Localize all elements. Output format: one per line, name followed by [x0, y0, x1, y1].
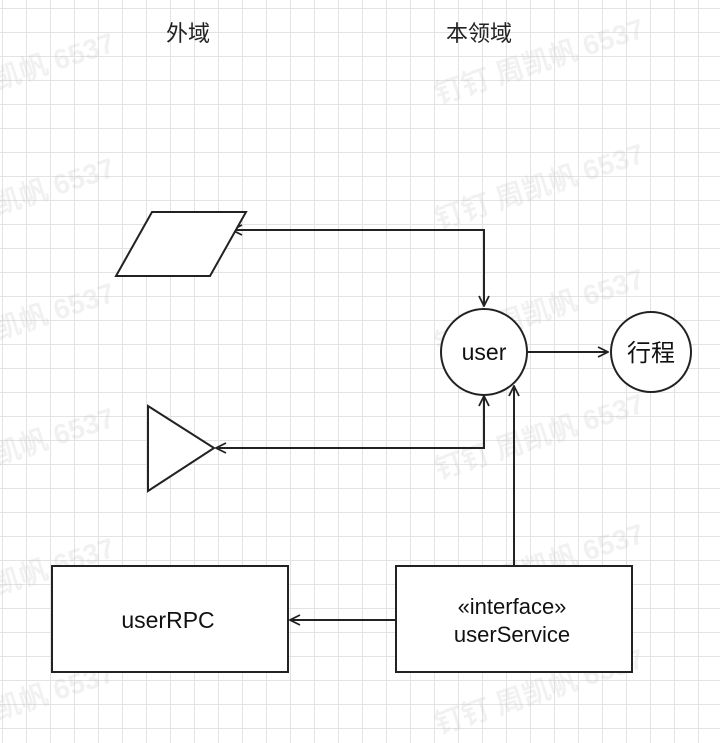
triangle-user-connector[interactable] — [216, 396, 484, 448]
outer-domain-header: 外域 — [166, 21, 211, 46]
trip-circle — [610, 311, 692, 393]
parallelogram-user-connector[interactable] — [232, 230, 484, 306]
userrpc-label: userRPC — [121, 607, 214, 633]
user-node[interactable]: user — [440, 308, 528, 396]
userrpc-box[interactable]: userRPC — [51, 565, 289, 673]
userservice-stereotype: «interface» — [458, 594, 567, 619]
trip-label: 行程 — [627, 340, 675, 367]
userservice-label: userService — [454, 622, 570, 647]
triangle-shape[interactable] — [147, 404, 216, 493]
diagram-canvas: user 行程 userRPC «interface» userService — [51, 211, 692, 673]
userservice-rect — [395, 565, 633, 673]
trip-node[interactable]: 行程 — [610, 311, 692, 393]
user-label: user — [462, 339, 507, 365]
user-circle — [440, 308, 528, 396]
parallelogram-shape[interactable] — [114, 211, 248, 277]
own-domain-header: 本领域 — [446, 21, 513, 46]
userrpc-rect — [51, 565, 289, 673]
userservice-box[interactable]: «interface» userService — [395, 565, 633, 673]
